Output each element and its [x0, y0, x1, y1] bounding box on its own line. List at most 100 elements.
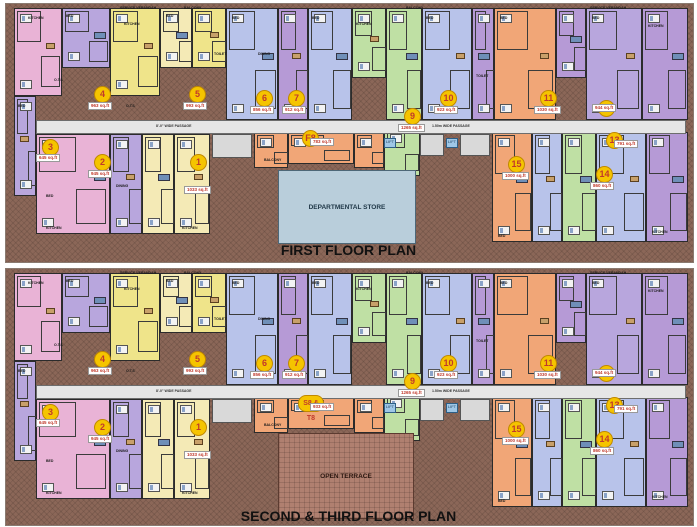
room — [179, 306, 192, 327]
room — [333, 334, 351, 374]
apartment-block — [174, 134, 210, 234]
bed-icon — [538, 403, 550, 412]
staircase-core — [420, 134, 444, 156]
departmental-store: DEPARTMENTAL STORE — [278, 170, 416, 244]
room — [311, 276, 333, 316]
bed-icon — [392, 369, 404, 378]
unit-number-badge: 2 — [94, 154, 111, 171]
bed-icon — [392, 104, 404, 113]
room — [324, 414, 351, 426]
bed-icon — [166, 317, 178, 326]
room — [195, 11, 212, 32]
unit-area-label: 963 sq.ft — [88, 367, 113, 375]
dining-table-icon — [546, 441, 555, 447]
apartment-block — [492, 132, 532, 242]
room — [229, 276, 255, 316]
room-label: BALCONY — [184, 6, 202, 10]
bed-icon — [652, 138, 664, 147]
room-label: KITCHEN — [356, 287, 372, 291]
room — [624, 192, 644, 231]
sofa-icon — [158, 174, 170, 181]
dining-table-icon — [126, 174, 135, 180]
apartment-block — [174, 399, 210, 499]
bed-icon — [498, 226, 510, 235]
lift: LIFT — [446, 138, 458, 148]
sofa-icon — [580, 176, 592, 183]
apartment-block — [646, 397, 688, 507]
sofa-icon — [570, 301, 582, 308]
room-label: TOILET — [476, 74, 489, 78]
room — [617, 69, 640, 109]
bed-icon — [116, 345, 128, 354]
sofa-icon — [262, 52, 274, 60]
unit-number-badge: 6 — [256, 90, 273, 107]
bed-icon — [116, 279, 128, 288]
bed-icon — [68, 52, 80, 61]
sofa-icon — [672, 441, 684, 448]
apartment-block — [646, 132, 688, 242]
room-label: BED — [592, 281, 600, 285]
bed-icon — [562, 279, 574, 288]
room — [229, 11, 255, 51]
bed-icon — [198, 279, 210, 288]
bed-icon — [180, 140, 192, 149]
room — [515, 192, 531, 231]
room-label: KITCHEN — [46, 226, 62, 230]
bed-icon — [652, 491, 664, 500]
bed-icon — [648, 279, 660, 288]
bed-icon — [180, 218, 192, 227]
central-passage — [36, 120, 686, 134]
unit-area-label: 944 sq.ft — [592, 369, 617, 377]
apartment-block — [586, 273, 642, 385]
sofa-icon — [672, 176, 684, 183]
lift: LIFT — [446, 403, 458, 413]
room — [497, 276, 528, 316]
room — [163, 276, 179, 297]
sofa-icon — [672, 52, 684, 60]
apartment-block — [110, 399, 142, 499]
room — [161, 454, 174, 489]
sofa-icon — [336, 317, 348, 325]
room — [212, 306, 226, 327]
bed-icon — [148, 140, 160, 149]
bed-icon — [116, 218, 128, 227]
unit-area-label: 1000 sq.ft — [502, 437, 529, 445]
dining-table-icon — [292, 52, 301, 59]
room — [372, 46, 386, 71]
passage-label-left: 8'-0" WIDE PASSAGE — [156, 389, 192, 393]
bed-icon — [538, 491, 550, 500]
unit-area-label: 993 sq.ft — [183, 102, 208, 110]
bed-icon — [260, 138, 272, 147]
room-label: TOILET — [214, 52, 227, 56]
room — [565, 135, 582, 174]
room — [179, 41, 192, 62]
dining-table-icon — [370, 301, 379, 307]
bed-icon — [314, 14, 326, 23]
bed-icon — [648, 14, 660, 23]
room — [425, 276, 450, 316]
room-label: BED — [426, 281, 434, 285]
room — [311, 11, 333, 51]
room — [161, 189, 174, 224]
bed-icon — [314, 104, 326, 113]
room-label: KITCHEN — [356, 22, 372, 26]
bed-icon — [358, 14, 370, 23]
bed-icon — [500, 14, 512, 23]
apartment-block — [386, 273, 422, 385]
room — [450, 69, 470, 109]
dining-table-icon — [46, 308, 55, 315]
room-label: BED — [498, 499, 506, 503]
staircase-core — [212, 399, 252, 423]
room-label: BED — [18, 369, 26, 373]
room-label: KITCHEN — [648, 289, 664, 293]
room — [257, 135, 274, 148]
apartment-block — [142, 134, 174, 234]
room — [550, 457, 562, 496]
room — [212, 41, 226, 62]
bed-icon — [68, 279, 80, 288]
sofa-icon — [94, 297, 106, 304]
room — [129, 454, 142, 489]
unit-number-badge: 14 — [596, 431, 613, 448]
room-label: BED — [426, 16, 434, 20]
sofa-icon — [406, 317, 418, 325]
